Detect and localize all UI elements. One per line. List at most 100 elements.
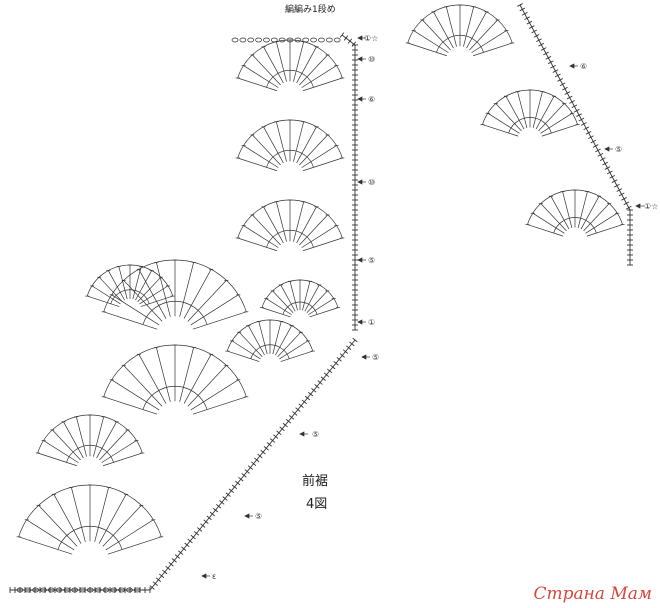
edge-tick <box>216 504 222 509</box>
stitch <box>135 270 152 301</box>
stitch <box>137 276 162 303</box>
edge-tick <box>292 411 298 416</box>
edge-tick <box>231 484 238 490</box>
stitch <box>495 103 522 132</box>
row-arrowhead-3 <box>357 179 363 185</box>
stitch <box>302 281 311 311</box>
edge-tick <box>564 91 571 95</box>
edge-tick <box>298 403 304 408</box>
edge-tick <box>585 130 592 135</box>
edge-tick <box>159 573 165 579</box>
edge-tick <box>333 360 339 366</box>
edge-tick <box>257 453 263 459</box>
row-marker-1-left: ①☆ <box>364 34 379 43</box>
stitch <box>517 91 528 128</box>
stitch <box>301 225 337 248</box>
stitch <box>179 262 194 317</box>
edge-tick <box>621 197 627 201</box>
chain-loop <box>118 587 125 593</box>
fan-right-1 <box>480 89 580 137</box>
stitch <box>577 191 588 228</box>
row-arrowhead-6 <box>361 354 367 360</box>
stitch <box>293 41 305 82</box>
row-arrowhead-5 <box>357 319 363 325</box>
fan-arc <box>508 117 552 134</box>
fan-arc <box>66 444 114 463</box>
stitch <box>532 212 565 234</box>
fan-arc <box>266 149 314 168</box>
stitch <box>261 307 291 318</box>
stitch <box>505 96 525 130</box>
stitch <box>487 112 520 134</box>
stitch <box>238 331 263 358</box>
fan-arc <box>266 69 314 88</box>
stitch <box>98 494 127 544</box>
edge-tick <box>528 25 535 29</box>
edge-tick <box>588 135 594 139</box>
edge-tick <box>282 422 288 428</box>
stitch <box>302 157 343 172</box>
stitch <box>586 224 623 237</box>
stitch <box>482 124 519 137</box>
row-marker-11: ⑤ <box>255 512 263 521</box>
chain-loop <box>263 37 270 43</box>
stitch <box>71 487 86 542</box>
edge-tick <box>288 415 295 420</box>
stitch <box>541 124 578 137</box>
chain-loop <box>255 37 262 43</box>
edge-tick <box>174 554 181 559</box>
fan-5 <box>225 319 315 362</box>
stitch <box>231 340 261 360</box>
chain-loop <box>40 587 47 593</box>
stitch <box>252 54 281 86</box>
stitch <box>187 365 227 407</box>
fan-arc <box>250 344 290 359</box>
stitch <box>532 91 543 128</box>
edge-tick <box>181 546 187 552</box>
stitch <box>275 41 287 82</box>
fan-arc <box>261 279 339 308</box>
stitch <box>18 536 73 555</box>
chain-loop <box>318 37 325 43</box>
edge-tick <box>193 531 200 536</box>
stitch <box>466 11 487 49</box>
stitch <box>407 42 448 57</box>
edge-tick <box>327 368 333 374</box>
edge-tick <box>536 38 542 43</box>
row-arrowhead-12 <box>201 573 207 579</box>
stitch <box>289 281 298 311</box>
edge-tick <box>320 376 326 381</box>
stitch <box>413 30 449 53</box>
stitch <box>139 285 169 305</box>
row-marker-12: ε <box>212 572 217 581</box>
stitch <box>96 421 117 459</box>
edge-tick <box>285 418 292 424</box>
chain-loop <box>270 37 278 43</box>
edge-tick <box>190 534 196 540</box>
fan-arc <box>103 259 247 312</box>
chain-loop <box>110 587 118 593</box>
fan-arc <box>86 264 174 297</box>
stitch <box>102 452 143 467</box>
stitch <box>107 536 162 555</box>
stitch <box>275 325 292 356</box>
edge-tick <box>317 380 323 385</box>
stitch <box>132 266 142 300</box>
fan-4 <box>101 344 249 415</box>
stitch <box>471 30 507 53</box>
edge-tick <box>625 205 632 210</box>
stitch <box>192 396 247 415</box>
edge-tick <box>238 476 244 482</box>
fan-arc <box>57 525 123 550</box>
fan-3 <box>101 259 249 330</box>
stitch <box>183 354 212 404</box>
edge-tick <box>200 523 206 528</box>
fan-arc <box>237 119 343 159</box>
edge-tick <box>519 7 526 12</box>
fan-arc <box>282 301 318 315</box>
edge-tick <box>330 364 336 370</box>
watermark: Страна Мам <box>533 584 652 604</box>
edge-tick <box>197 527 203 532</box>
fan-0 <box>235 39 345 92</box>
